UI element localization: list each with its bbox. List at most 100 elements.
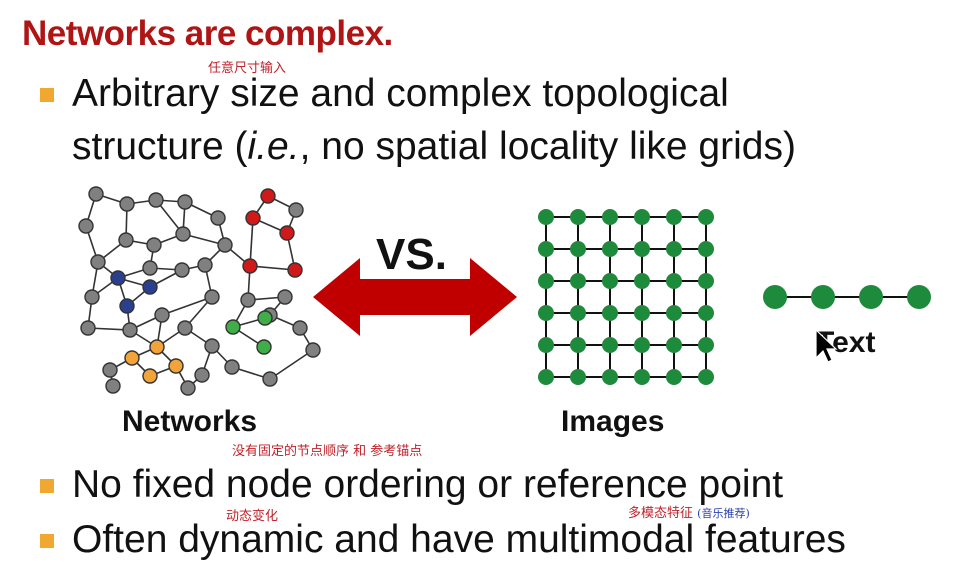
graph-node — [197, 257, 213, 273]
grid-node — [666, 337, 682, 353]
grid-node — [634, 305, 650, 321]
bullet-1-text-pre: structure ( — [72, 125, 248, 168]
graph-node — [256, 339, 272, 355]
graph-node — [88, 186, 104, 202]
bullet-1-text-italic: i.e. — [247, 125, 300, 168]
grid-node — [602, 241, 618, 257]
grid-node — [634, 209, 650, 225]
grid-node — [602, 305, 618, 321]
bullet-3-text: Often dynamic and have multimodal featur… — [72, 518, 846, 561]
graph-node — [277, 289, 293, 305]
bullet-2-text: No fixed node ordering or reference poin… — [72, 463, 784, 506]
graph-node — [279, 225, 295, 241]
grid-node — [666, 209, 682, 225]
grid-node — [698, 209, 714, 225]
bullet-1-line-1: Arbitrary size and complex topological — [72, 72, 729, 115]
graph-node — [224, 359, 240, 375]
grid-node — [698, 273, 714, 289]
graph-node — [262, 371, 278, 387]
grid-node — [634, 337, 650, 353]
annotation-no-fixed-order: 没有固定的节点顺序 和 参考锚点 — [232, 444, 423, 459]
images-label: Images — [561, 405, 665, 438]
double-arrow — [313, 258, 517, 336]
graph-node — [287, 262, 303, 278]
graph-node — [154, 307, 170, 323]
graph-node — [118, 232, 134, 248]
networks-label: Networks — [122, 405, 258, 438]
bullet-1-text-post: , no spatial locality like grids) — [299, 125, 796, 168]
grid-node — [570, 241, 586, 257]
grid-node — [538, 273, 554, 289]
grid-node — [538, 241, 554, 257]
grid-node — [634, 273, 650, 289]
grid-node — [698, 369, 714, 385]
graph-node — [292, 320, 308, 336]
graph-node — [225, 319, 241, 335]
chain-node — [859, 285, 883, 309]
annotation-dynamic: 动态变化 — [226, 509, 279, 524]
annotation-multimodal-text: 多模态特征 — [628, 506, 694, 521]
graph-node — [288, 202, 304, 218]
graph-node — [257, 310, 273, 326]
grid-node — [538, 305, 554, 321]
grid-node — [666, 241, 682, 257]
graph-edge — [249, 217, 254, 267]
graph-node — [204, 289, 220, 305]
grid-node — [698, 241, 714, 257]
grid-node — [666, 273, 682, 289]
graph-node — [148, 192, 164, 208]
grid-node — [634, 241, 650, 257]
bullet-marker — [40, 88, 54, 102]
graph-node — [305, 342, 321, 358]
annotation-multimodal: 多模态特征 (音乐推荐) — [628, 502, 750, 521]
annotation-music-rec: (音乐推荐) — [697, 507, 750, 520]
graph-node — [149, 339, 165, 355]
graph-edge — [161, 296, 213, 316]
bullet-1-line-2: structure (i.e., no spatial locality lik… — [72, 121, 796, 173]
chain-node — [763, 285, 787, 309]
graph-node — [90, 254, 106, 270]
grid-node — [602, 369, 618, 385]
bullet-marker — [40, 479, 54, 493]
grid-node — [538, 209, 554, 225]
grid-node — [666, 305, 682, 321]
grid-node — [634, 369, 650, 385]
grid-node — [570, 337, 586, 353]
graph-node — [180, 380, 196, 396]
graph-node — [102, 362, 118, 378]
graph-node — [210, 210, 226, 226]
graph-node — [245, 210, 261, 226]
graph-node — [217, 237, 233, 253]
chain-node — [907, 285, 931, 309]
grid-node — [602, 273, 618, 289]
grid-node — [602, 209, 618, 225]
graph-node — [110, 270, 126, 286]
grid-node — [698, 337, 714, 353]
graph-node — [168, 358, 184, 374]
graph-node — [175, 226, 191, 242]
graph-node — [204, 338, 220, 354]
grid-node — [570, 209, 586, 225]
grid-node — [538, 337, 554, 353]
graph-node — [80, 320, 96, 336]
grid-node — [602, 337, 618, 353]
graph-node — [260, 188, 276, 204]
graph-node — [242, 258, 258, 274]
grid-node — [570, 273, 586, 289]
slide-title: Networks are complex. — [22, 14, 393, 53]
grid-node — [570, 305, 586, 321]
grid-node — [570, 369, 586, 385]
graph-node — [194, 367, 210, 383]
graph-node — [142, 368, 158, 384]
graph-node — [119, 298, 135, 314]
grid-node — [666, 369, 682, 385]
grid-node — [538, 369, 554, 385]
graph-node — [177, 320, 193, 336]
text-label: Text — [816, 326, 876, 359]
graph-edge — [269, 349, 314, 380]
graph-node — [240, 292, 256, 308]
graph-node — [174, 262, 190, 278]
graph-node — [122, 322, 138, 338]
graph-node — [124, 350, 140, 366]
graph-node — [146, 237, 162, 253]
